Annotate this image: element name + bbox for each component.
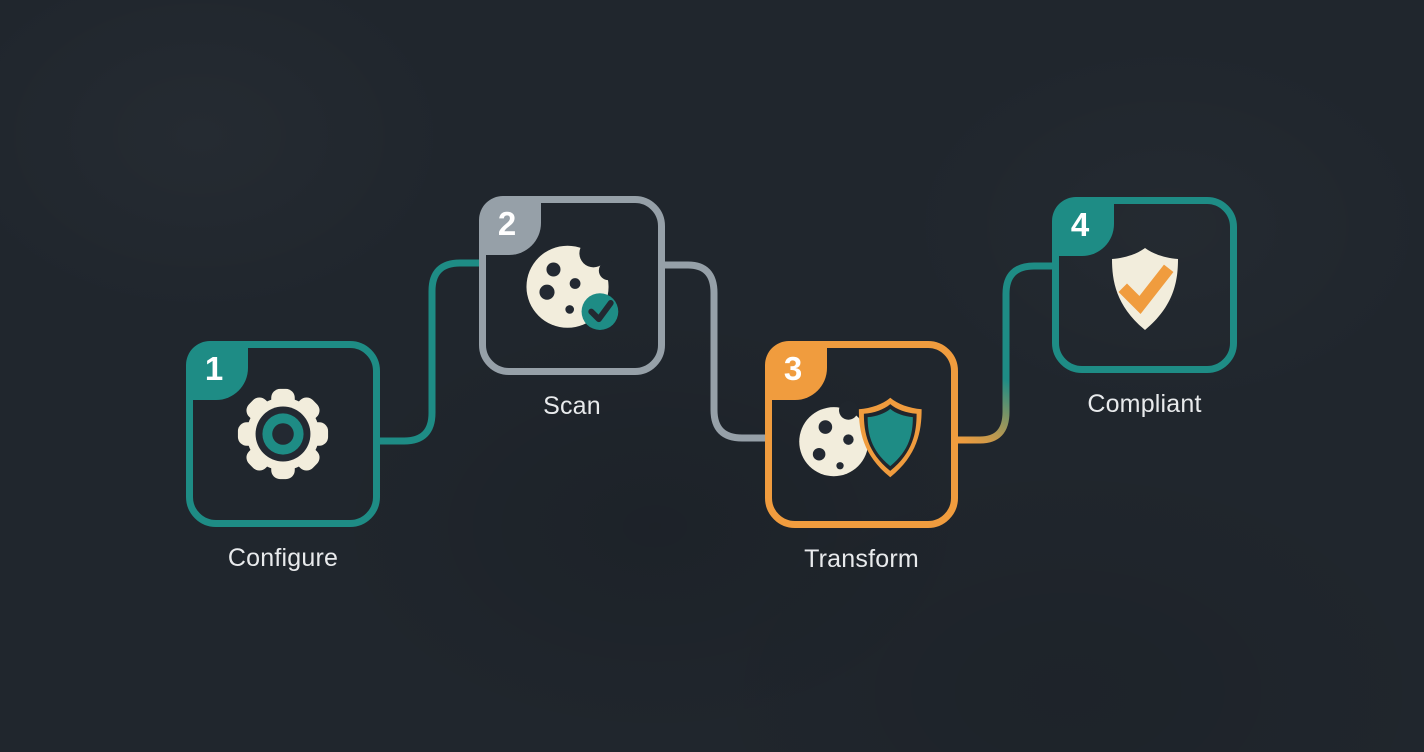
step-label: Compliant bbox=[1087, 390, 1202, 418]
step-configure-box: 1 bbox=[186, 341, 380, 527]
step-compliant: 4 Compliant bbox=[1052, 197, 1237, 419]
step-scan-box: 2 bbox=[479, 196, 665, 375]
step-configure: 1 Configure bbox=[186, 341, 380, 573]
cookie-check-icon bbox=[526, 238, 619, 330]
connector-scan-transform bbox=[665, 261, 765, 442]
step-number-badge: 3 bbox=[765, 341, 827, 400]
shield-check-icon bbox=[1111, 248, 1178, 330]
step-label: Scan bbox=[543, 392, 601, 420]
step-number: 3 bbox=[783, 350, 803, 387]
step-scan: 2 Scan bbox=[479, 196, 665, 421]
step-compliant-box: 4 bbox=[1052, 197, 1237, 373]
step-number: 1 bbox=[204, 350, 224, 387]
step-number-badge: 2 bbox=[479, 196, 541, 255]
connector-transform-compliant bbox=[958, 262, 1052, 444]
gear-icon bbox=[237, 388, 329, 480]
cookie-shield-icon bbox=[798, 397, 922, 478]
step-number-badge: 4 bbox=[1052, 197, 1114, 256]
step-transform-box: 3 bbox=[765, 341, 958, 528]
step-label: Configure bbox=[227, 544, 339, 572]
step-number-badge: 1 bbox=[186, 341, 248, 400]
step-transform: 3 Transform bbox=[765, 341, 958, 574]
step-number: 2 bbox=[497, 205, 517, 242]
connector-configure-scan bbox=[380, 259, 479, 445]
step-number: 4 bbox=[1070, 206, 1090, 243]
step-label: Transform bbox=[804, 545, 919, 573]
